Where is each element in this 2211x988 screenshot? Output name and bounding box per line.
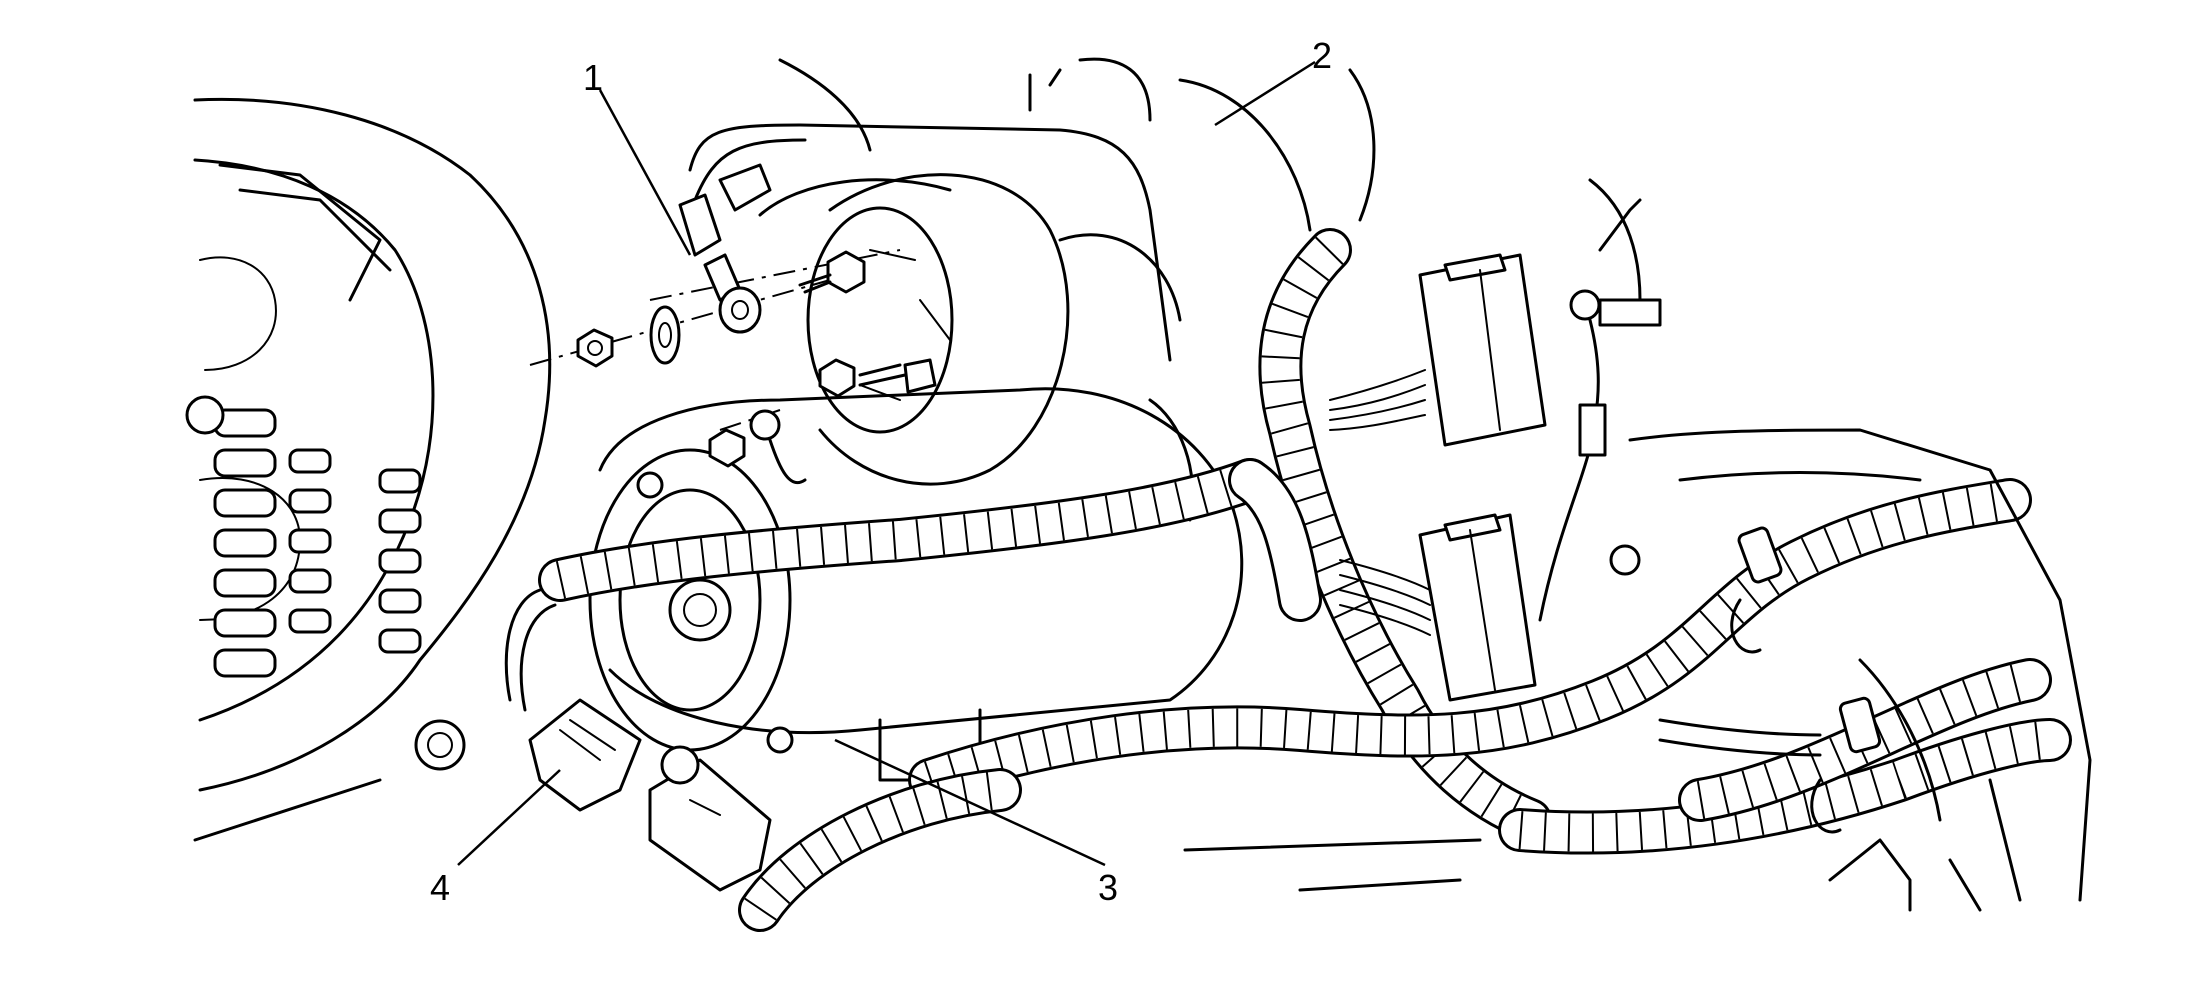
solenoid-hardware-exploded: [529, 249, 937, 484]
callout-label-1: 1: [583, 57, 603, 98]
terminal-washer: [649, 305, 681, 365]
callout-label-4: 4: [430, 867, 450, 908]
generator: [185, 97, 552, 842]
harness-connectors: [1329, 198, 1662, 702]
callout-label-3: 3: [1098, 867, 1118, 908]
callout-leaders: [457, 60, 1316, 867]
ring-terminal: [703, 253, 762, 334]
terminal-nut: [576, 328, 614, 368]
callout-label-2: 2: [1312, 35, 1332, 76]
starter-motor: [588, 173, 1244, 782]
generator-slots: [213, 408, 422, 678]
wiring-harness: [538, 228, 2072, 932]
engine-background: [1183, 178, 2092, 912]
battery-positive-cable: [678, 57, 1376, 362]
sensor-connector: [504, 588, 772, 892]
solenoid-stud: [798, 250, 866, 294]
